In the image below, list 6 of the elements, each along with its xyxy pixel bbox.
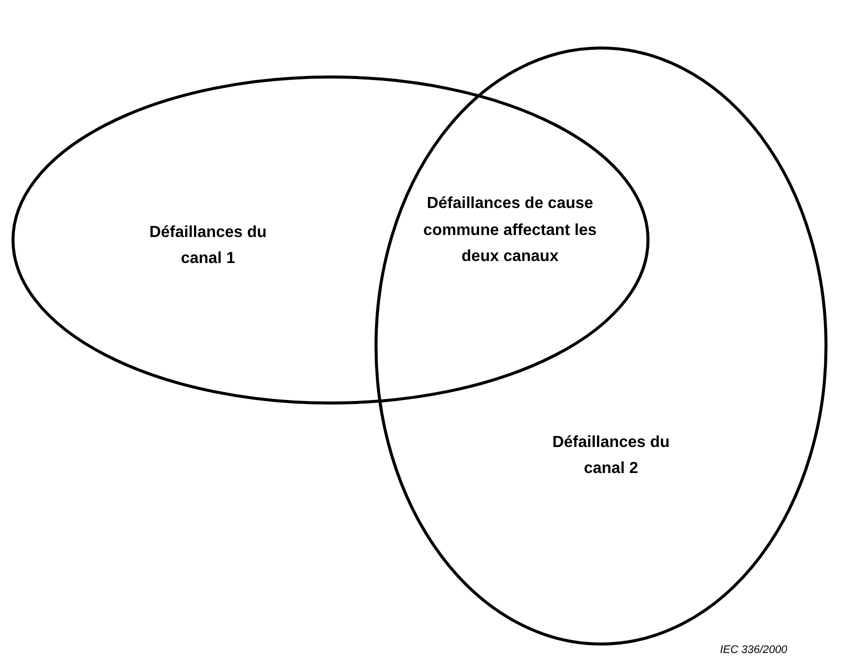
figure-reference: IEC 336/2000 [720, 644, 788, 656]
set-label: Défaillances du canal 1 [148, 223, 268, 269]
set-ellipse [376, 48, 826, 644]
set-ellipse [13, 77, 648, 403]
intersection-label: Défaillances de cause commune affectant les deux canaux [422, 194, 598, 267]
set-label: Défaillances du canal 2 [551, 433, 671, 479]
